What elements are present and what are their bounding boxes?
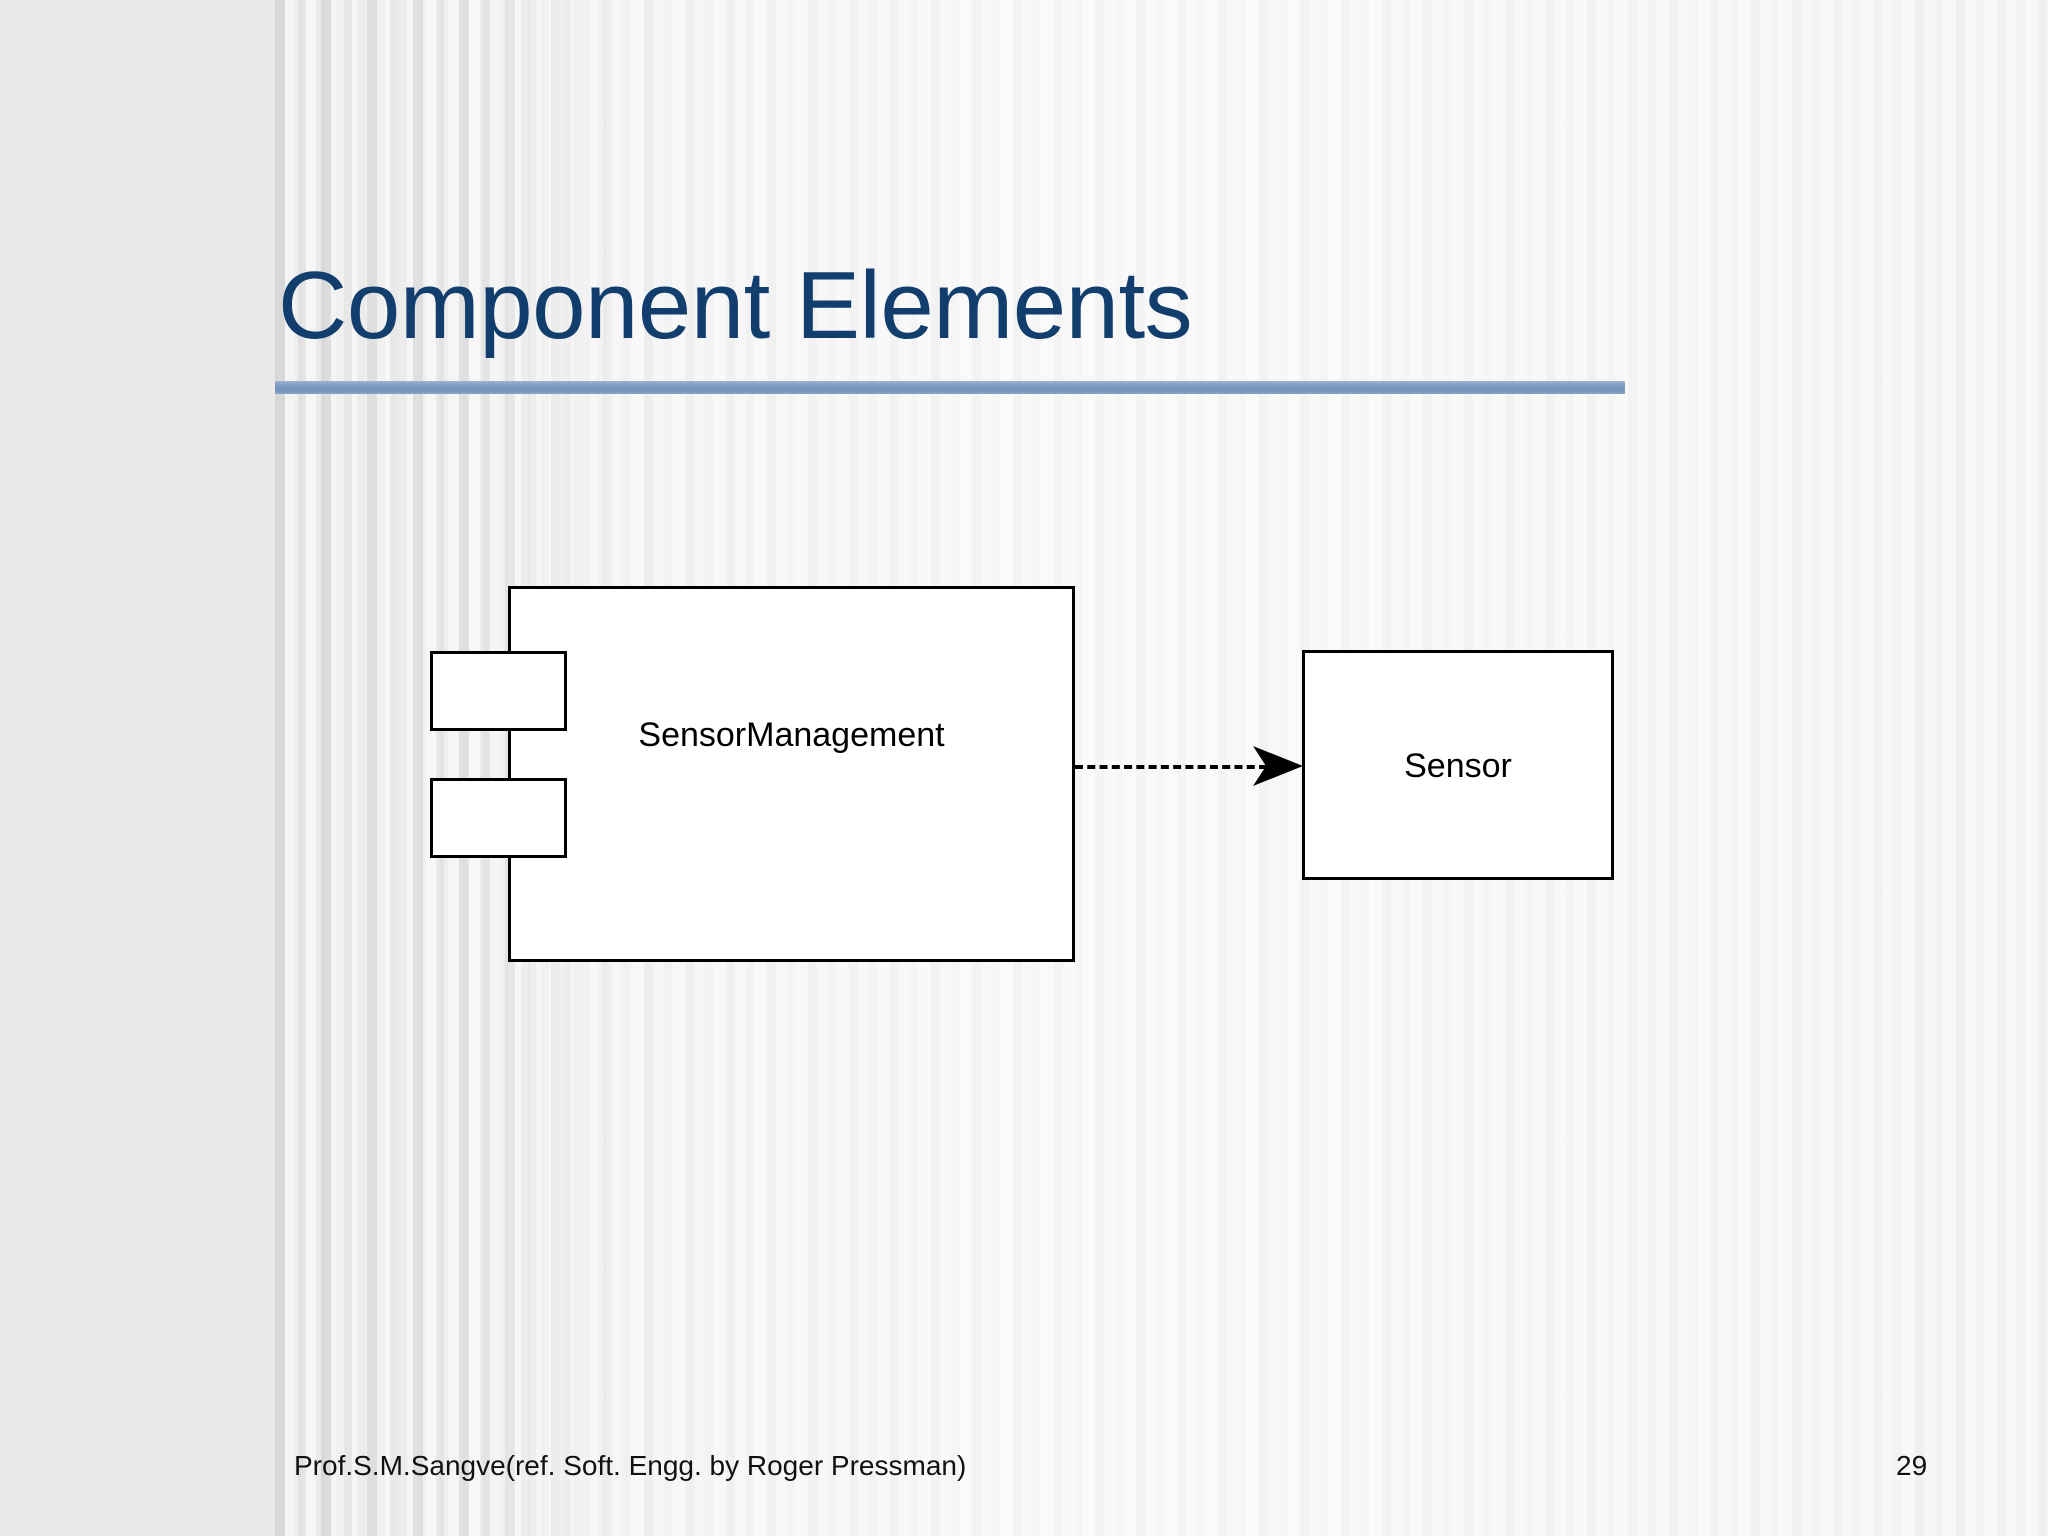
page-title: Component Elements [278,252,1193,359]
footer-credit: Prof.S.M.Sangve(ref. Soft. Engg. by Roge… [294,1450,967,1481]
footer-page-number: 29 [1896,1450,1928,1481]
slide-background-stripes-accent [275,0,650,1536]
title-underline-rule [275,381,1625,394]
